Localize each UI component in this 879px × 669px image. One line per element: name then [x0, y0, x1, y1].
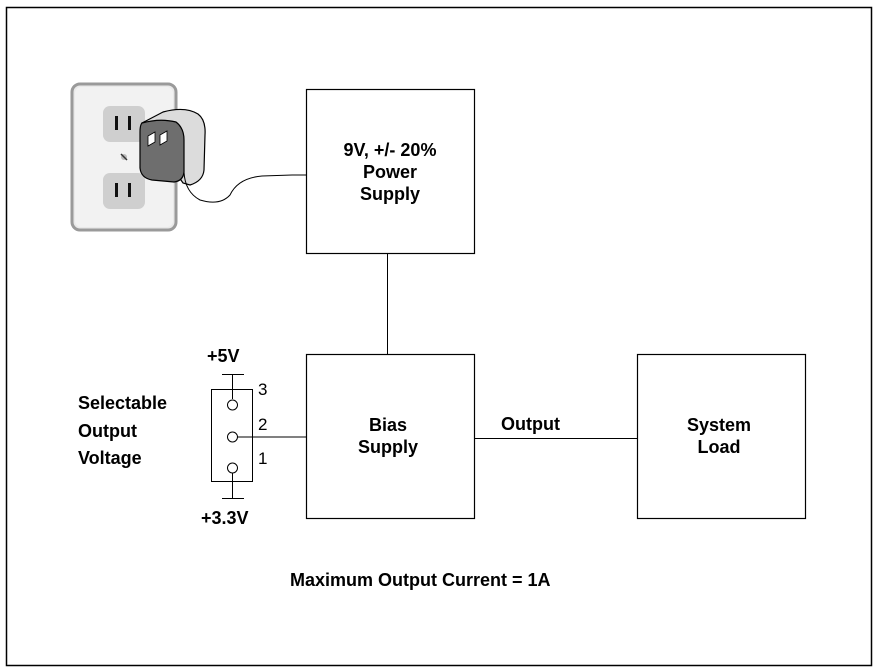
system-load-title-1: System — [686, 415, 752, 435]
power-supply-box — [305, 88, 476, 255]
pin-1[interactable] — [227, 462, 238, 474]
top-voltage-label: +5V — [207, 346, 240, 366]
power-supply-title-2: Supply — [359, 184, 420, 204]
pin-3-label: 3 — [258, 380, 268, 399]
bias-supply-title-1: Bias — [368, 415, 408, 435]
bottom-voltage-label: +3.3V — [201, 508, 249, 528]
pin-2[interactable] — [227, 431, 238, 443]
power-adapter-icon — [139, 108, 293, 203]
output-label: Output — [501, 414, 560, 434]
system-load-title-2: Load — [697, 437, 741, 457]
power-supply-label: 9V, +/- 20% Power Supply — [306, 139, 474, 205]
selector-caption: Selectable Output Voltage — [78, 390, 167, 473]
power-supply-spec: 9V, +/- 20% — [343, 140, 437, 160]
selector-caption-line-3: Voltage — [78, 448, 142, 468]
selector-caption-line-2: Output — [78, 420, 137, 441]
selector-caption-line-1: Selectable — [78, 393, 168, 413]
system-load-box — [636, 353, 807, 520]
voltage-selector-jumper[interactable] — [211, 374, 307, 499]
pin-1-label: 1 — [258, 449, 268, 468]
system-load-label: System Load — [637, 414, 801, 458]
power-supply-title-1: Power — [362, 162, 418, 182]
pin-3[interactable] — [227, 399, 238, 411]
bias-supply-title-2: Supply — [357, 437, 418, 457]
bias-supply-label: Bias Supply — [306, 414, 470, 458]
outer-frame — [5, 6, 873, 667]
max-current-note: Maximum Output Current = 1A — [290, 570, 551, 590]
bias-supply-box — [305, 353, 476, 520]
pin-2-label: 2 — [258, 415, 268, 434]
